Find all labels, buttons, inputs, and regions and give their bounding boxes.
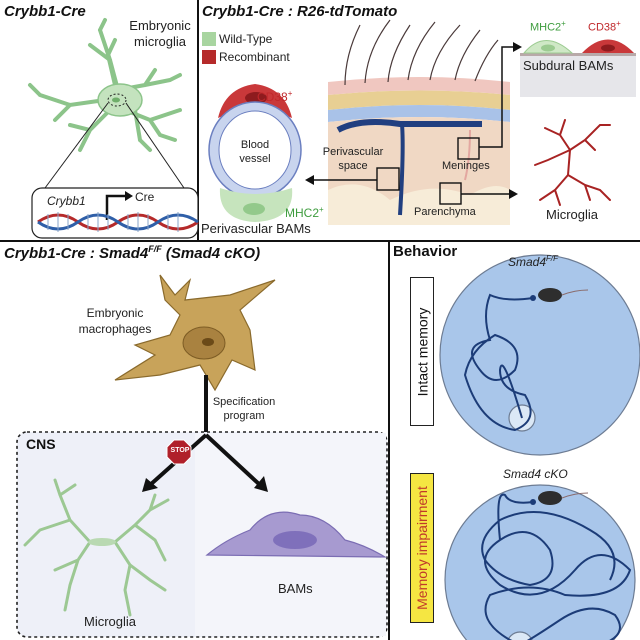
divider-vertical-top [197, 0, 199, 240]
meninges-box [457, 137, 480, 160]
cns-label: CNS [26, 436, 56, 452]
embryonic-microglia-illustration [28, 18, 199, 239]
divider-vertical-bottom [388, 240, 390, 640]
parenchyma-label: Parenchyma [414, 206, 476, 218]
recombinant-microglia [534, 119, 611, 206]
panel-d-title: Behavior [393, 243, 458, 260]
perivascular-space-label: Perivascular space [318, 145, 388, 173]
title-text: Crybb1-Cre : Smad4 [4, 245, 149, 262]
label-line: Embryonic [86, 306, 144, 320]
cns-microglia-label: Microglia [84, 614, 137, 629]
arena-top [439, 254, 640, 456]
subdural-bams-label: Subdural BAMs [523, 58, 614, 73]
label-sup: + [319, 205, 324, 214]
cns-bams-label: BAMs [278, 581, 313, 596]
label-text: CD38 [257, 90, 288, 104]
divider-horizontal [0, 240, 640, 242]
label-line: vessel [239, 153, 271, 165]
top-genotype-label: Smad4F/F [508, 254, 558, 269]
label-line: Blood [240, 139, 270, 151]
cns-microglia [23, 478, 170, 617]
label-line: microglia [133, 34, 186, 49]
tissue-illustration [208, 19, 636, 225]
lineage-diagram [16, 274, 388, 638]
swim-path-top [463, 293, 534, 432]
label-text: Smad4 [508, 255, 547, 269]
crybb1-gene-label: Crybb1 [47, 194, 86, 208]
title-tail: (Smad4 cKO) [161, 245, 261, 262]
label-line: space [338, 160, 368, 172]
arena-bottom [444, 484, 636, 640]
label-line: Specification [212, 396, 276, 408]
subdural-mhc2-label: MHC2+ [530, 19, 566, 34]
swim-path-bottom [481, 493, 632, 640]
legend-label: Wild-Type [219, 32, 273, 46]
mhc2-label: MHC2+ [285, 205, 324, 220]
embryonic-microglia-label: Embryonic microglia [124, 18, 196, 50]
label-text: CD38 [588, 21, 617, 34]
arrow-to-subdural-icon [513, 42, 522, 52]
perivascular-bams-label: Perivascular BAMs [201, 221, 311, 236]
perivascular-box [376, 167, 400, 191]
panel-a-title: Crybb1-Cre [4, 3, 86, 20]
arrow-to-bams-icon [254, 476, 268, 492]
panel-b-title: Crybb1-Cre : R26-tdTomato [202, 3, 398, 20]
arrow-to-microglia-icon [142, 478, 158, 492]
memory-impairment-box: Memory impairment [410, 473, 434, 623]
label-line: program [223, 410, 265, 422]
label-line: Perivascular [322, 146, 384, 158]
platform-bottom [507, 631, 533, 640]
cd38-label: CD38+ [257, 89, 292, 104]
legend-swatch-green [202, 32, 216, 46]
legend-label: Recombinant [219, 50, 290, 64]
arrow-to-microglia-icon [509, 189, 518, 199]
label-sup: + [616, 19, 621, 28]
label-line: macrophages [78, 322, 152, 336]
intact-memory-box: Intact memory [410, 277, 434, 426]
label-text: MHC2 [285, 206, 320, 220]
brain-tissue-block [328, 77, 510, 225]
label-sup: + [561, 19, 566, 28]
promoter-arrow-icon [105, 194, 125, 220]
legend-swatch-red [202, 50, 216, 64]
blood-vessel-label: Blood vessel [230, 138, 280, 166]
subdural-cd38-label: CD38+ [588, 19, 621, 34]
stop-label: STOP [170, 447, 190, 454]
water-maze-arenas [439, 254, 640, 640]
meninges-label: Meninges [442, 160, 490, 172]
hair-strands [344, 19, 499, 86]
specification-program-label: Specification program [208, 395, 280, 423]
bottom-genotype-label: Smad4 cKO [503, 467, 568, 481]
embryonic-macrophages-label: Embryonic macrophages [70, 305, 160, 337]
label-sup: F/F [546, 254, 559, 263]
label-sup: + [287, 89, 293, 98]
title-sup: F/F [148, 244, 162, 254]
legend-item-wild-type: Wild-Type [202, 30, 290, 48]
mouse-top-icon [538, 288, 562, 302]
panel-c-title: Crybb1-Cre : Smad4F/F (Smad4 cKO) [4, 244, 260, 262]
penetrating-vessel [398, 123, 405, 216]
stop-sign-icon [166, 439, 192, 465]
label-line: Embryonic [129, 18, 191, 33]
subdural-surface [520, 55, 636, 97]
legend: Wild-Type Recombinant [202, 30, 290, 66]
legend-item-recombinant: Recombinant [202, 48, 290, 66]
microglia-label: Microglia [546, 207, 599, 222]
vessel-surface [336, 119, 482, 133]
label-text: MHC2 [530, 21, 562, 34]
cre-label: Cre [135, 190, 155, 204]
mouse-bottom-icon [538, 491, 562, 505]
arrow-to-vessel-icon [305, 175, 314, 185]
nucleus-outline [107, 93, 127, 107]
